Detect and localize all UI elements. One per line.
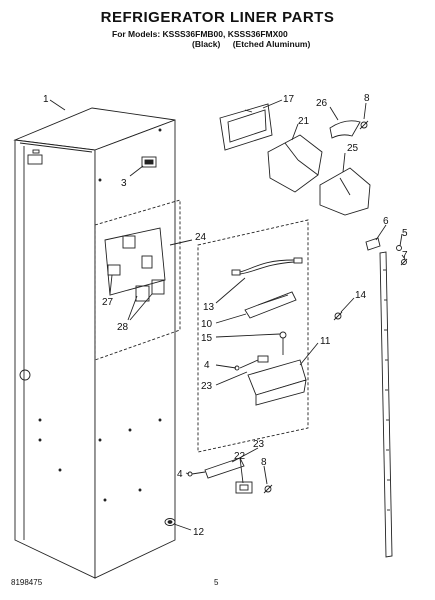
- plug-12: [164, 518, 176, 526]
- callout-23-lower: 23: [253, 439, 265, 450]
- callout-26: 26: [316, 98, 328, 109]
- variants-line: (Black) (Etched Aluminum): [192, 39, 320, 49]
- callout-labels: 1 3 17 26 8 21 25 24 6 5 7 27 13 14 28 1…: [43, 93, 408, 538]
- callout-24: 24: [195, 232, 207, 243]
- control-housing: [104, 227, 166, 302]
- variant-black: (Black): [192, 39, 221, 49]
- callout-11: 11: [320, 336, 331, 347]
- group-box-11: [197, 219, 309, 453]
- document-number: 8198475: [11, 578, 43, 587]
- light-cover: [219, 103, 273, 151]
- callout-28: 28: [117, 322, 129, 333]
- callout-23-upper: 23: [201, 381, 213, 392]
- screw-8b: [263, 484, 273, 494]
- callout-15: 15: [201, 333, 213, 344]
- control-bracket: [244, 291, 297, 319]
- duct-lower: [319, 167, 371, 216]
- shelf-ladder: [365, 237, 408, 558]
- callout-17: 17: [283, 94, 295, 105]
- callout-14: 14: [355, 290, 367, 301]
- callout-21: 21: [298, 116, 310, 127]
- screw-8a: [359, 120, 369, 130]
- callout-12: 12: [193, 527, 205, 538]
- variant-etched-aluminum: (Etched Aluminum): [232, 39, 311, 49]
- diagram-title: REFRIGERATOR LINER PARTS: [100, 9, 335, 26]
- liner-cabinet: [13, 107, 176, 579]
- callout-1: 1: [43, 94, 49, 105]
- duct-upper: [267, 134, 323, 193]
- callout-5: 5: [402, 228, 408, 239]
- wire-harness: [231, 257, 303, 276]
- callout-7: 7: [402, 250, 408, 261]
- callout-25: 25: [347, 143, 359, 154]
- thermistor: [279, 331, 287, 355]
- light-switch: [235, 481, 253, 494]
- callout-6: 6: [383, 216, 389, 227]
- callout-10: 10: [201, 319, 213, 330]
- page-number: 5: [214, 578, 219, 587]
- light-housing: [247, 359, 307, 406]
- leader-lines: [49, 99, 406, 531]
- bracket-26: [329, 120, 361, 139]
- callout-8-upper: 8: [364, 93, 370, 104]
- callout-3: 3: [121, 178, 127, 189]
- callout-13: 13: [203, 302, 215, 313]
- cabinet-clip: [141, 156, 157, 168]
- callout-27: 27: [102, 297, 114, 308]
- screw-14: [333, 311, 343, 321]
- callout-8-lower: 8: [261, 457, 267, 468]
- callout-4-lower: 4: [177, 469, 183, 480]
- models-line: For Models: KSSS36FMB00, KSSS36FMX00: [112, 29, 288, 39]
- lamp-socket-upper: [234, 355, 269, 371]
- callout-4-upper: 4: [204, 360, 210, 371]
- callout-22: 22: [234, 451, 246, 462]
